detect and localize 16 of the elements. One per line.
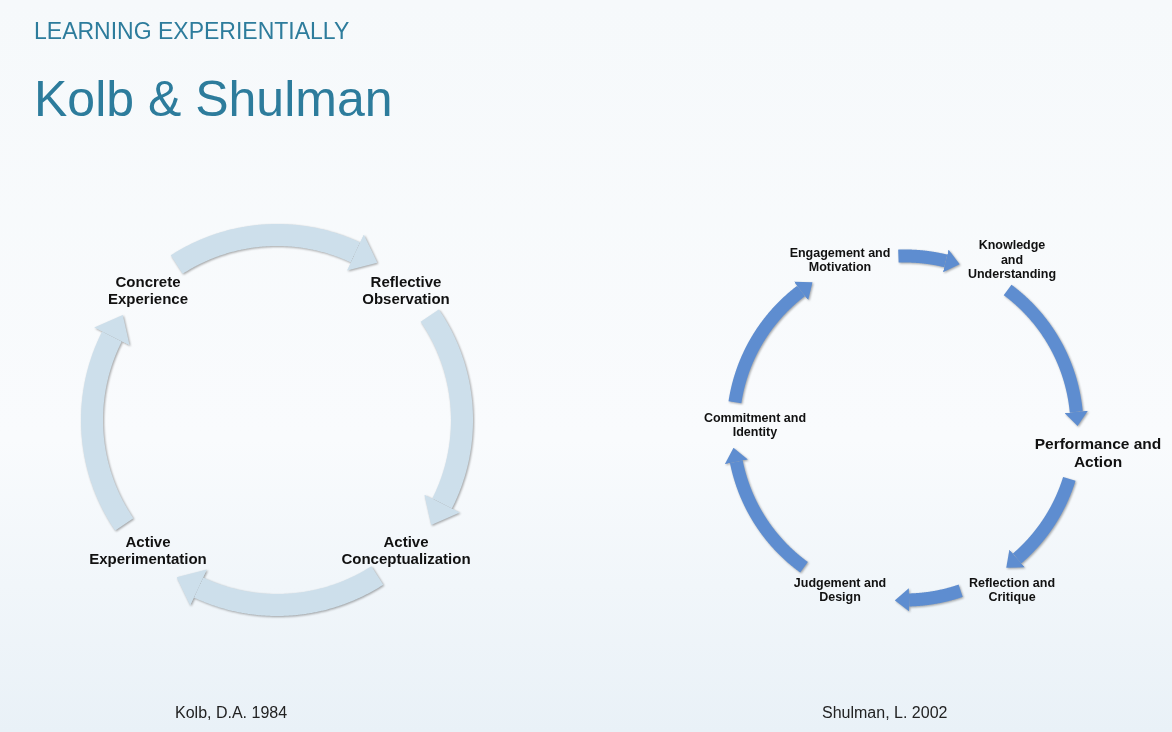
curved-arrow [724, 447, 810, 574]
stage-label: Judgement and Design [785, 575, 895, 605]
stage-label: Active Conceptualization [326, 532, 486, 568]
title: Kolb & Shulman [34, 70, 393, 128]
citation: Shulman, L. 2002 [822, 704, 948, 722]
stage-label: Reflective Observation [346, 272, 466, 308]
stage-label: Performance and Action [1028, 435, 1168, 471]
stage-label: Knowledge and Understanding [966, 238, 1058, 282]
stage-label: Reflection and Critique [957, 575, 1067, 605]
stage-label: Active Experimentation [73, 532, 223, 568]
stage-label: Concrete Experience [88, 272, 208, 308]
stage-label: Commitment and Identity [690, 410, 820, 440]
curved-arrow [1001, 283, 1088, 427]
subtitle: LEARNING EXPERIENTIALLY [34, 18, 350, 45]
citation: Kolb, D.A. 1984 [175, 704, 288, 722]
stage-label: Engagement and Motivation [780, 245, 900, 275]
